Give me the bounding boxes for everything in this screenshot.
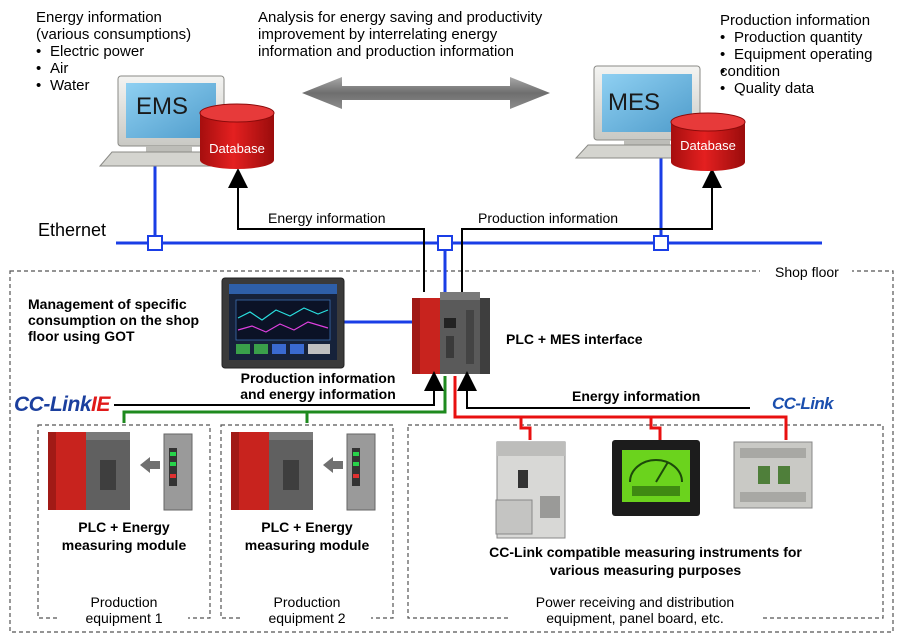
cclink-info-arrow (457, 371, 750, 409)
mes-port (653, 235, 669, 251)
cclink-energy-info-label: Energy information (572, 388, 701, 404)
energy-info-flow-arrow (228, 168, 425, 292)
analysis-line-3: information and production information (258, 43, 514, 60)
production-info-flow-label: Production information (478, 210, 619, 226)
equipment-2-group-1: Production (273, 594, 341, 610)
analysis-line-2: improvement by interrelating energy (258, 26, 498, 43)
power-meter-icon (612, 440, 700, 516)
instruments-group-1: Power receiving and distribution (535, 594, 735, 610)
instruments-caption-2: various measuring purposes (549, 562, 742, 578)
cclink-ie-logo-text: CC-Link (14, 393, 92, 416)
got-panel-icon (221, 277, 345, 369)
equipment-1-group-2: equipment 1 (85, 610, 163, 626)
equipment-1-module-label: PLC + Energy measuring module (38, 518, 210, 554)
energy-info-flow-label: Energy information (268, 210, 386, 226)
cclink-ie-info-arrow (114, 371, 444, 406)
mes-database-icon (670, 112, 746, 171)
production-info-box: Production information Production quanti… (720, 12, 872, 97)
shop-floor-label: Shop floor (775, 264, 839, 280)
equipment-2-group-label: Production equipment 2 (243, 594, 371, 626)
instruments-caption-1: CC-Link compatible measuring instruments… (489, 544, 802, 560)
cclink-ie-flow-label: Production information and energy inform… (220, 370, 416, 402)
production-info-list: Production quantity Equipment operating … (720, 29, 872, 97)
equipment-2-plc-icon (231, 432, 376, 511)
ems-db-label: Database (209, 141, 265, 156)
cclink-ie-network (122, 376, 447, 423)
equipment-2-group-2: equipment 2 (268, 610, 346, 626)
production-info-flow-arrow (461, 168, 722, 292)
io-module-icon (733, 441, 813, 509)
cclink-ie-logo: CC-LinkIE (14, 393, 110, 417)
cclink-network (453, 376, 788, 440)
analysis-line-1: Analysis for energy saving and productiv… (258, 9, 543, 26)
energy-info-list: Electric power Air Water (36, 43, 191, 94)
production-info-item: Equipment operating (720, 46, 872, 63)
energy-info-box: Energy information (various consumptions… (36, 9, 191, 94)
production-info-title: Production information (720, 12, 871, 29)
energy-info-title-2: (various consumptions) (36, 26, 192, 43)
got-caption-2: consumption on the shop (28, 312, 200, 328)
equipment-1-group-1: Production (90, 594, 158, 610)
equipment-1-plc-icon (48, 432, 193, 511)
energy-info-title-1: Energy information (36, 9, 162, 26)
instruments-group-label: Power receiving and distribution equipme… (510, 594, 760, 626)
equipment-1-group-label: Production equipment 1 (60, 594, 188, 626)
ethernet-bus (116, 150, 822, 324)
production-info-item: Quality data (720, 80, 872, 97)
shop-floor-frame (9, 270, 894, 633)
plc-port (437, 235, 453, 251)
production-info-item: Production quantity (720, 29, 872, 46)
instruments-group-2: equipment, panel board, etc. (546, 610, 724, 626)
mes-screen-label: MES (608, 89, 661, 116)
energy-info-item: Water (36, 77, 191, 94)
breaker-instrument-icon (495, 441, 566, 539)
cclink-ie-flow-2: and energy information (240, 386, 396, 402)
energy-info-item: Electric power (36, 43, 191, 60)
analysis-double-arrow (302, 77, 550, 109)
plc-mes-label: PLC + MES interface (506, 331, 643, 347)
instruments-caption: CC-Link compatible measuring instruments… (410, 543, 881, 579)
equipment-1-module-1: PLC + Energy (78, 519, 170, 535)
ems-screen-label: EMS (136, 93, 189, 120)
cclink-ie-logo-suffix: IE (91, 393, 110, 416)
got-caption-3: floor using GOT (28, 328, 135, 344)
ems-port (147, 235, 163, 251)
equipment-2-module-2: measuring module (244, 537, 370, 553)
analysis-text: Analysis for energy saving and productiv… (258, 9, 542, 60)
cclink-ie-flow-1: Production information (240, 370, 396, 386)
energy-info-item: Air (36, 60, 191, 77)
got-caption: Management of specific consumption on th… (28, 296, 199, 344)
mes-db-label: Database (680, 138, 736, 153)
production-info-item: condition (720, 63, 781, 80)
ems-database-icon (199, 103, 275, 169)
equipment-1-module-2: measuring module (61, 537, 187, 553)
production-info-item-cont: condition (720, 63, 872, 80)
got-caption-1: Management of specific (28, 296, 187, 312)
equipment-2-module-label: PLC + Energy measuring module (221, 518, 393, 554)
equipment-2-module-1: PLC + Energy (261, 519, 353, 535)
cclink-logo: CC-Link (772, 394, 834, 413)
ethernet-label: Ethernet (38, 220, 107, 240)
plc-mes-interface-icon (412, 292, 490, 374)
